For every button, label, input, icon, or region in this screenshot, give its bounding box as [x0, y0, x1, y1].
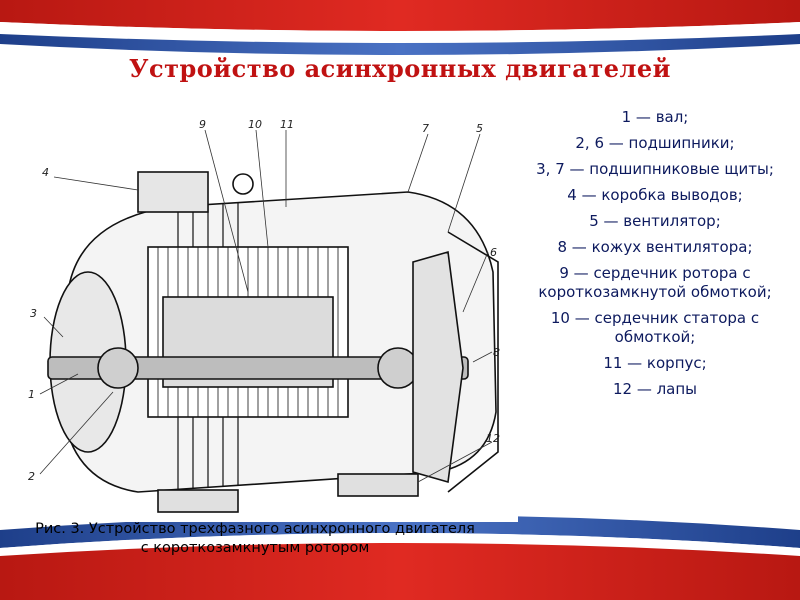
callout-1: 1 — [28, 388, 35, 401]
caption-line-1: Рис. 3. Устройство трехфазного асинхронн… — [35, 521, 475, 537]
bearing-right — [377, 347, 419, 389]
lifting-eye — [232, 173, 254, 195]
bottom-band-blue — [0, 515, 800, 548]
legend-item-2: 2, 6 — подшипники; — [575, 134, 735, 152]
legend-item-8: 10 — сердечник статора с обмоткой; — [550, 309, 760, 346]
legend-item-1: 1 — вал; — [621, 108, 689, 126]
legend-item-10: 12 — лапы — [612, 380, 698, 398]
bearing-left — [97, 347, 139, 389]
foot-left — [157, 489, 239, 513]
bottom-band-red — [0, 543, 800, 600]
shaft — [47, 356, 469, 380]
fan — [412, 250, 464, 484]
callout-8: 8 — [493, 346, 500, 359]
callout-9: 9 — [199, 118, 206, 131]
top-band-white — [0, 22, 800, 43]
callout-11: 11 — [280, 118, 294, 131]
fan-cover — [447, 231, 499, 493]
callout-6: 6 — [490, 246, 497, 259]
legend-item-5: 5 — вентилятор; — [589, 212, 721, 230]
top-band-blue — [0, 34, 800, 55]
legend-item-7: 9 — сердечник ротора с короткозамкнутой … — [538, 264, 772, 301]
callout-10: 10 — [248, 118, 262, 131]
legend-item-3: 3, 7 — подшипниковые щиты; — [536, 160, 774, 178]
top-band-red — [0, 0, 800, 31]
foot-right — [337, 473, 419, 497]
terminal-box — [137, 171, 209, 213]
legend-item-6: 8 — кожух вентилятора; — [557, 238, 753, 256]
slide-title: Устройство асинхронных двигателей — [129, 54, 671, 83]
callout-4: 4 — [42, 166, 49, 179]
caption-line-2: с короткозамкнутым ротором — [140, 540, 370, 556]
callout-2: 2 — [28, 470, 35, 483]
callout-12: 12 — [486, 432, 500, 445]
legend-item-9: 11 — корпус; — [603, 354, 707, 372]
bottom-band-white — [0, 533, 800, 556]
callout-5: 5 — [476, 122, 483, 135]
figure-caption: Рис. 3. Устройство трехфазного асинхронн… — [10, 520, 500, 558]
callout-7: 7 — [422, 122, 429, 135]
legend-item-4: 4 — коробка выводов; — [567, 186, 743, 204]
motor-cutaway-illustration: 1 2 3 4 5 6 7 8 9 10 11 12 — [18, 112, 518, 522]
parts-legend: 1 — вал; 2, 6 — подшипники; 3, 7 — подши… — [520, 108, 790, 406]
callout-3: 3 — [30, 307, 37, 320]
